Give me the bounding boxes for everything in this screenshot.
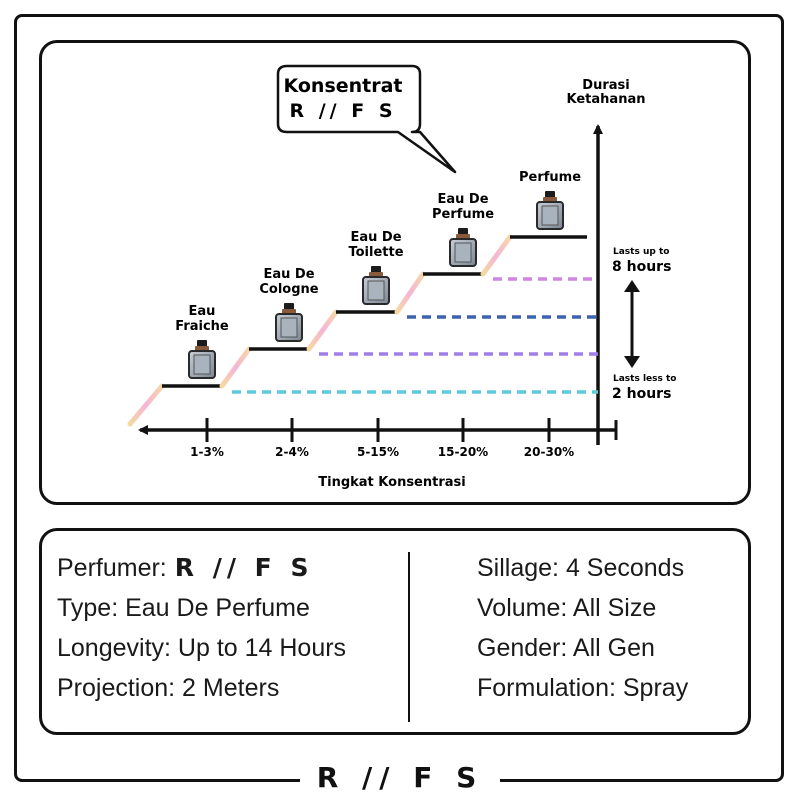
footer-brand-logo: R // F S [300,758,500,798]
info-perfumer-label: Perfumer: [57,554,167,582]
level-name: Perfume [432,207,494,222]
level-name: Cologne [259,282,318,297]
level-name: Perfume [519,170,581,185]
callout-brand: R // F S [289,100,396,122]
info-right-column: Sillage: 4 Seconds Volume: All Size Gend… [477,548,688,708]
perfume-info-card [39,528,751,735]
info-longevity: Longevity: Up to 14 Hours [57,634,347,662]
perfume-bottle-icon [188,340,216,379]
info-perfumer: Perfumer:R // F S [57,548,346,588]
level-name: Eau De [263,267,314,282]
level-name: Fraiche [175,319,229,334]
duration-dashed-lines [232,277,598,394]
concentration-range-label: 2-4% [275,445,309,459]
step-riser [219,346,252,389]
concentrate-callout: Konsentrat R // F S [276,64,457,174]
x-axis-label: Tingkat Konsentrasi [318,475,465,490]
duration-bottom-small: Lasts less to [613,374,676,384]
concentration-steps [127,234,587,427]
perfume-bottle-icon [536,191,564,230]
duration-top-small: Lasts up to [613,247,669,257]
step-riser [306,309,339,352]
duration-top-big: 8 hours [612,259,671,275]
y-axis-label-line2: Ketahanan [567,92,646,107]
perfume-bottle-icon [449,228,477,267]
info-sillage: Sillage: 4 Seconds [477,554,685,582]
info-gender: Gender: All Gen [477,634,655,662]
info-projection: Projection: 2 Meters [57,674,280,702]
info-volume: Volume: All Size [477,594,657,622]
info-left-column: Perfumer:R // F S Type: Eau De Perfume L… [57,548,346,708]
duration-double-arrow [624,280,640,368]
perfume-bottle-icon [275,303,303,342]
concentration-range-label: 1-3% [190,445,224,459]
level-name: Toilette [348,245,403,260]
level-name: Eau De [350,230,401,245]
level-name: Eau De [437,192,488,207]
perfume-bottle-icon [362,266,390,305]
y-axis-label-line1: Durasi [582,78,629,93]
concentration-range-label: 15-20% [438,445,488,459]
step-riser [394,271,426,315]
info-divider [408,552,410,722]
level-name: Eau [189,304,216,319]
step-riser [480,234,513,277]
duration-bottom-big: 2 hours [612,386,671,402]
info-perfumer-brand: R // F S [174,553,314,582]
callout-title: Konsentrat [283,75,402,97]
concentration-range-label: 20-30% [524,445,574,459]
step-riser [127,383,165,427]
concentration-range-label: 5-15% [357,445,399,459]
info-formulation: Formulation: Spray [477,674,689,702]
info-type: Type: Eau De Perfume [57,594,310,622]
x-axis-ticks: 1-3% 2-4% 5-15% 15-20% 20-30% [190,418,574,459]
